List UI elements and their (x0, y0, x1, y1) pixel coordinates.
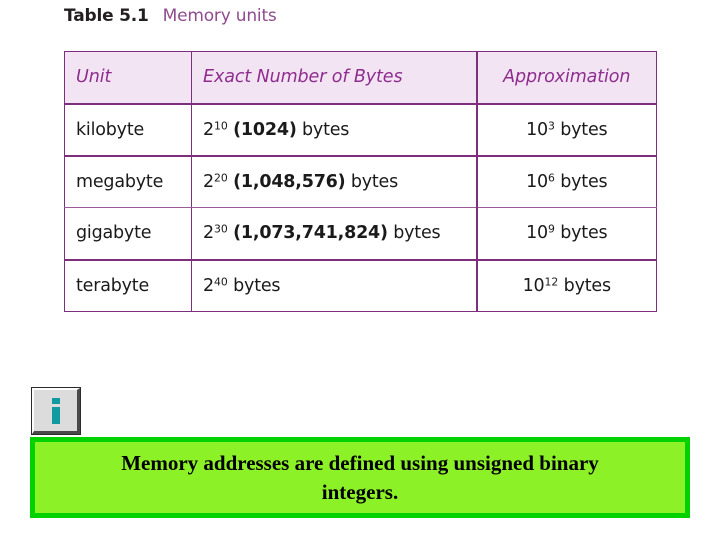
column-header-unit: Unit (64, 51, 192, 105)
cell-approx-megabyte: 106 bytes (475, 155, 657, 208)
table-caption-title: Memory units (162, 6, 277, 26)
cell-unit-terabyte: terabyte (64, 259, 192, 312)
table-body: kilobyte 210 (1024) bytes 103 bytes mega… (64, 103, 657, 312)
table-header-row: Unit Exact Number of Bytes Approximation (64, 51, 657, 105)
exact-paren-value: (1024) (233, 119, 297, 140)
cell-approx-kilobyte: 103 bytes (475, 103, 657, 157)
column-header-approximation: Approximation (475, 51, 657, 105)
exact-base: 2 (203, 275, 214, 296)
exact-suffix: bytes (233, 275, 281, 296)
exact-base: 2 (203, 119, 214, 140)
approx-suffix: bytes (563, 275, 611, 296)
cell-approx-gigabyte: 109 bytes (475, 207, 657, 261)
cell-unit-kilobyte: kilobyte (64, 103, 192, 157)
table-row: terabyte 240 bytes 1012 bytes (64, 259, 657, 312)
exact-paren-value: (1,073,741,824) (233, 223, 388, 244)
exact-suffix: bytes (350, 171, 399, 192)
info-icon-dot (51, 397, 60, 404)
approx-exponent: 9 (547, 222, 555, 236)
approx-exponent: 3 (547, 118, 555, 132)
exact-suffix: bytes (393, 223, 441, 244)
exact-exponent: 10 (213, 118, 228, 132)
approx-base: 10 (526, 223, 548, 244)
approx-base: 10 (526, 119, 548, 140)
info-icon (51, 397, 60, 424)
table-caption: Table 5.1 Memory units (64, 8, 277, 25)
exact-exponent: 30 (213, 222, 228, 236)
approx-suffix: bytes (560, 171, 608, 192)
table-row: megabyte 220 (1,048,576) bytes 106 bytes (64, 155, 657, 208)
column-header-exact-bytes: Exact Number of Bytes (191, 51, 477, 105)
table-row: kilobyte 210 (1024) bytes 103 bytes (64, 103, 657, 157)
table-header: Unit Exact Number of Bytes Approximation (64, 51, 657, 105)
approx-base: 10 (526, 171, 548, 192)
exact-base: 2 (203, 223, 214, 244)
approx-suffix: bytes (560, 119, 608, 140)
approx-base: 10 (522, 275, 545, 296)
exact-base: 2 (203, 171, 214, 192)
info-icon-button[interactable] (32, 388, 80, 434)
cell-exact-terabyte: 240 bytes (191, 259, 477, 312)
callout-text: Memory addresses are defined using unsig… (121, 451, 599, 504)
cell-approx-terabyte: 1012 bytes (475, 259, 657, 312)
approx-exponent: 6 (547, 171, 555, 185)
exact-paren-value: (1,048,576) (233, 171, 346, 192)
callout-box: Memory addresses are defined using unsig… (30, 437, 690, 518)
exact-exponent: 20 (213, 171, 228, 185)
cell-unit-megabyte: megabyte (64, 155, 192, 208)
table-row: gigabyte 230 (1,073,741,824) bytes 109 b… (64, 207, 657, 261)
exact-suffix: bytes (302, 119, 350, 140)
info-icon-stem (51, 406, 60, 424)
cell-unit-gigabyte: gigabyte (64, 207, 192, 261)
exact-exponent: 40 (213, 275, 228, 289)
approx-suffix: bytes (560, 223, 608, 244)
table-caption-label: Table 5.1 (64, 6, 149, 26)
cell-exact-megabyte: 220 (1,048,576) bytes (191, 155, 477, 208)
cell-exact-kilobyte: 210 (1024) bytes (191, 103, 477, 157)
approx-exponent: 12 (544, 275, 559, 289)
cell-exact-gigabyte: 230 (1,073,741,824) bytes (191, 207, 477, 261)
memory-units-table: Unit Exact Number of Bytes Approximation… (64, 51, 657, 312)
